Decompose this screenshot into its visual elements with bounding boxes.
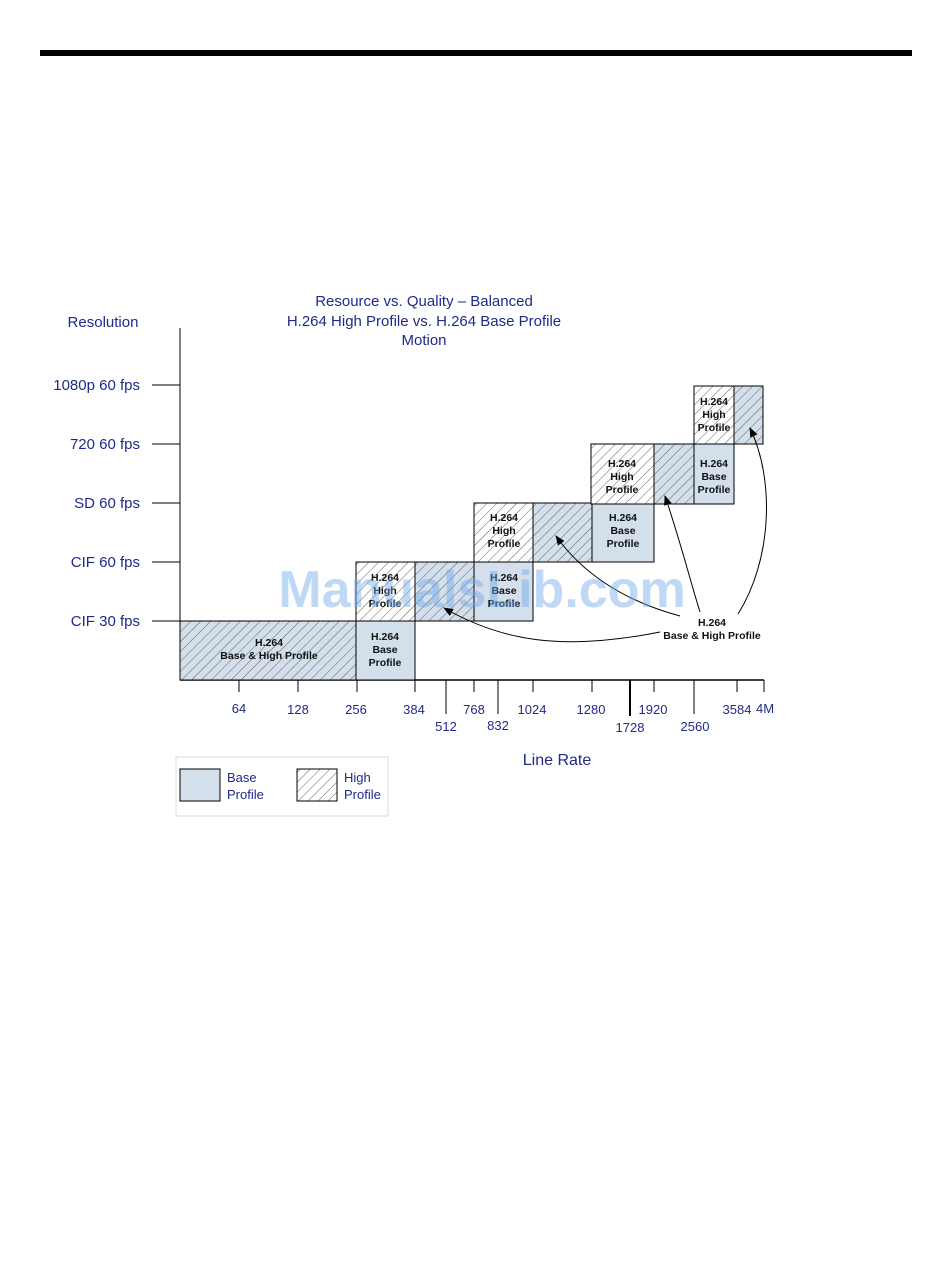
annotation-arrow-720 — [664, 495, 701, 613]
block-cif60-high-line-3: Profile — [369, 598, 402, 610]
annotation-line-1: H.264 — [698, 617, 726, 629]
block-cif30-base-line-3: Profile — [369, 657, 402, 669]
block-720-high-line-2: High — [610, 471, 633, 483]
block-cif30-both-line-2: Base & High Profile — [220, 650, 318, 662]
x-label-256: 256 — [345, 702, 367, 717]
block-1080p-both — [733, 385, 764, 445]
block-cif60-high-line-2: High — [373, 585, 396, 597]
annotation-arrow-sd — [555, 535, 681, 617]
block-sd-base-line-1: H.264 — [609, 512, 637, 524]
annotation-arrow-1080p — [737, 427, 767, 615]
block-cif60-base-line-3: Profile — [488, 598, 521, 610]
block-sd-both — [532, 502, 593, 563]
block-cif60-base — [473, 561, 534, 622]
y-axis-title: Resolution — [68, 314, 139, 331]
block-cif60-both — [414, 561, 475, 622]
annotation-line-2: Base & High Profile — [663, 630, 761, 642]
block-cif60-base-line-2: Base — [491, 585, 516, 597]
legend-high-line-1: High — [344, 770, 371, 785]
block-1080p-high-line-3: Profile — [698, 422, 731, 434]
legend-swatch-base — [179, 768, 221, 802]
annotation-arrow-cif60 — [443, 607, 661, 643]
block-sd-high-line-3: Profile — [488, 538, 521, 550]
x-label-2560: 2560 — [681, 719, 710, 734]
block-1080p-high — [693, 385, 735, 445]
block-sd-high-line-1: H.264 — [490, 512, 518, 524]
resolution-label-720: 720 60 fps — [70, 436, 140, 453]
x-label-1024: 1024 — [518, 702, 547, 717]
x-label-4m: 4M — [756, 701, 774, 716]
legend-swatch-high — [296, 768, 338, 802]
block-720-high-line-1: H.264 — [608, 458, 636, 470]
block-720-high — [590, 443, 655, 505]
block-cif60-base-line-1: H.264 — [490, 572, 518, 584]
block-1080p-high-line-1: H.264 — [700, 396, 728, 408]
block-1080p-high-line-2: High — [702, 409, 725, 421]
x-label-1920: 1920 — [639, 702, 668, 717]
x-label-384: 384 — [403, 702, 425, 717]
block-cif30-both-line-1: H.264 — [255, 637, 283, 649]
x-label-1280: 1280 — [577, 702, 606, 717]
resolution-label-cif30: CIF 30 fps — [71, 613, 140, 630]
block-720-high-line-3: Profile — [606, 484, 639, 496]
block-sd-high-line-2: High — [492, 525, 515, 537]
diagram-title-line-2: H.264 High Profile vs. H.264 Base Profil… — [287, 313, 561, 330]
block-sd-base-line-3: Profile — [607, 538, 640, 550]
x-label-832: 832 — [487, 718, 509, 733]
x-label-3584: 3584 — [723, 702, 752, 717]
block-cif30-base — [355, 620, 416, 681]
diagram-title-line-3: Motion — [401, 332, 446, 349]
block-cif30-base-line-2: Base — [372, 644, 397, 656]
block-720-base-line-2: Base — [701, 471, 726, 483]
x-label-1728: 1728 — [616, 720, 645, 735]
x-label-512: 512 — [435, 719, 457, 734]
legend-base-line-2: Profile — [227, 787, 264, 802]
resolution-label-1080p: 1080p 60 fps — [53, 377, 140, 394]
block-cif60-high — [355, 561, 416, 622]
legend-high-line-2: Profile — [344, 787, 381, 802]
block-720-base-line-1: H.264 — [700, 458, 728, 470]
x-label-64: 64 — [232, 701, 246, 716]
page-top-rule — [40, 50, 912, 56]
resolution-label-cif60: CIF 60 fps — [71, 554, 140, 571]
x-label-768: 768 — [463, 702, 485, 717]
block-720-base-line-3: Profile — [698, 484, 731, 496]
x-label-128: 128 — [287, 702, 309, 717]
block-sd-base-line-2: Base — [610, 525, 635, 537]
legend-base-line-1: Base — [227, 770, 257, 785]
block-720-both — [653, 443, 695, 505]
block-cif30-both — [179, 620, 357, 681]
block-sd-base — [591, 502, 655, 563]
watermark: ManualsLib.com — [278, 561, 685, 619]
block-cif60-high-line-1: H.264 — [371, 572, 399, 584]
block-cif30-base-line-1: H.264 — [371, 631, 399, 643]
diagram-title-line-1: Resource vs. Quality – Balanced — [315, 293, 533, 310]
resolution-label-sd: SD 60 fps — [74, 495, 140, 512]
x-axis-title: Line Rate — [523, 752, 592, 769]
